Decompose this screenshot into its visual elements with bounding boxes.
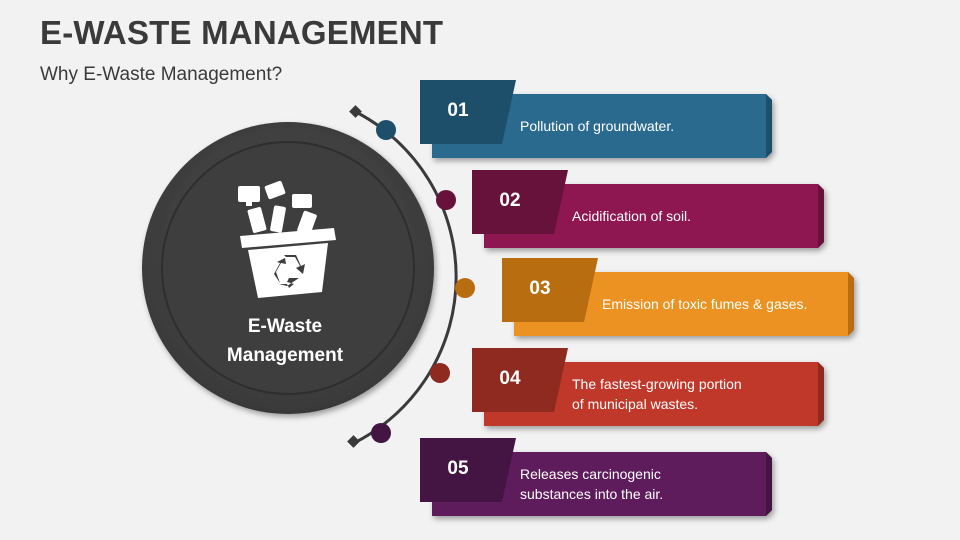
item-number: 01 <box>447 100 469 121</box>
item-number: 05 <box>447 458 469 479</box>
item-01 <box>376 80 772 158</box>
item-number-tab <box>420 80 516 144</box>
item-03 <box>455 258 854 336</box>
item-description: Releases carcinogenic substances into the… <box>520 464 663 504</box>
item-bar <box>484 184 824 248</box>
item-number-tab <box>420 438 516 502</box>
item-description-line1: Releases carcinogenic <box>520 466 661 482</box>
item-04 <box>430 348 824 426</box>
item-bar-edge <box>766 452 772 516</box>
item-connector-dot <box>430 363 450 383</box>
item-number-tab <box>472 348 568 412</box>
item-connector-dot <box>371 423 391 443</box>
item-bar-edge <box>818 362 824 426</box>
center-label: E-Waste Management <box>185 312 385 370</box>
item-bar <box>432 94 772 158</box>
item-description-line2: substances into the air. <box>520 486 664 502</box>
item-bar <box>514 272 854 336</box>
item-number: 03 <box>529 278 551 299</box>
item-number-tab <box>472 170 568 234</box>
item-bar <box>484 362 824 426</box>
item-connector-dot <box>376 120 396 140</box>
item-bar-edge <box>848 272 854 336</box>
item-05 <box>371 423 772 516</box>
item-number: 02 <box>499 190 521 211</box>
item-number-tab <box>502 258 598 322</box>
item-bar-edge <box>818 184 824 248</box>
item-number: 04 <box>499 368 521 389</box>
item-description-line1: The fastest-growing portion <box>572 376 742 392</box>
item-description-line2: of municipal wastes. <box>572 396 699 412</box>
connector-arc <box>355 110 458 444</box>
item-description-line1: Emission of toxic fumes & gases. <box>602 296 808 312</box>
item-bar <box>432 452 772 516</box>
item-connector-dot <box>455 278 475 298</box>
item-description: Pollution of groundwater. <box>520 116 674 136</box>
page-subtitle: Why E-Waste Management? <box>40 64 283 85</box>
item-description: Emission of toxic fumes & gases. <box>602 294 807 314</box>
item-connector-dot <box>436 190 456 210</box>
item-description-line1: Acidification of soil. <box>572 208 692 224</box>
center-label-line1: E-Waste <box>247 316 323 337</box>
item-02 <box>436 170 824 248</box>
recycle-bin-electronics-icon <box>238 180 336 298</box>
center-label-line2: Management <box>226 345 344 366</box>
item-bar-edge <box>766 94 772 158</box>
item-description-line1: Pollution of groundwater. <box>520 118 675 134</box>
item-description: Acidification of soil. <box>572 206 691 226</box>
arc-end-top <box>349 105 362 118</box>
item-description: The fastest-growing portion of municipal … <box>572 374 742 414</box>
arc-end-bottom <box>347 435 360 448</box>
page-title: E-WASTE MANAGEMENT <box>40 14 444 51</box>
